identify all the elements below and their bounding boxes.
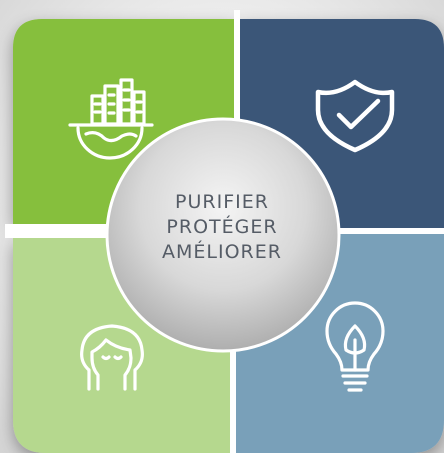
city-globe-icon (68, 78, 154, 160)
human-head-icon (80, 324, 144, 391)
center-circle (105, 117, 341, 353)
center-label-line-2: PROTÉGER (166, 216, 278, 238)
shield-check-icon (315, 79, 395, 153)
center-label: PURIFIER PROTÉGER AMÉLIORER (142, 190, 302, 265)
center-label-line-1: PURIFIER (175, 191, 269, 213)
lightbulb-leaf-icon (325, 301, 385, 392)
center-label-line-3: AMÉLIORER (162, 241, 282, 263)
